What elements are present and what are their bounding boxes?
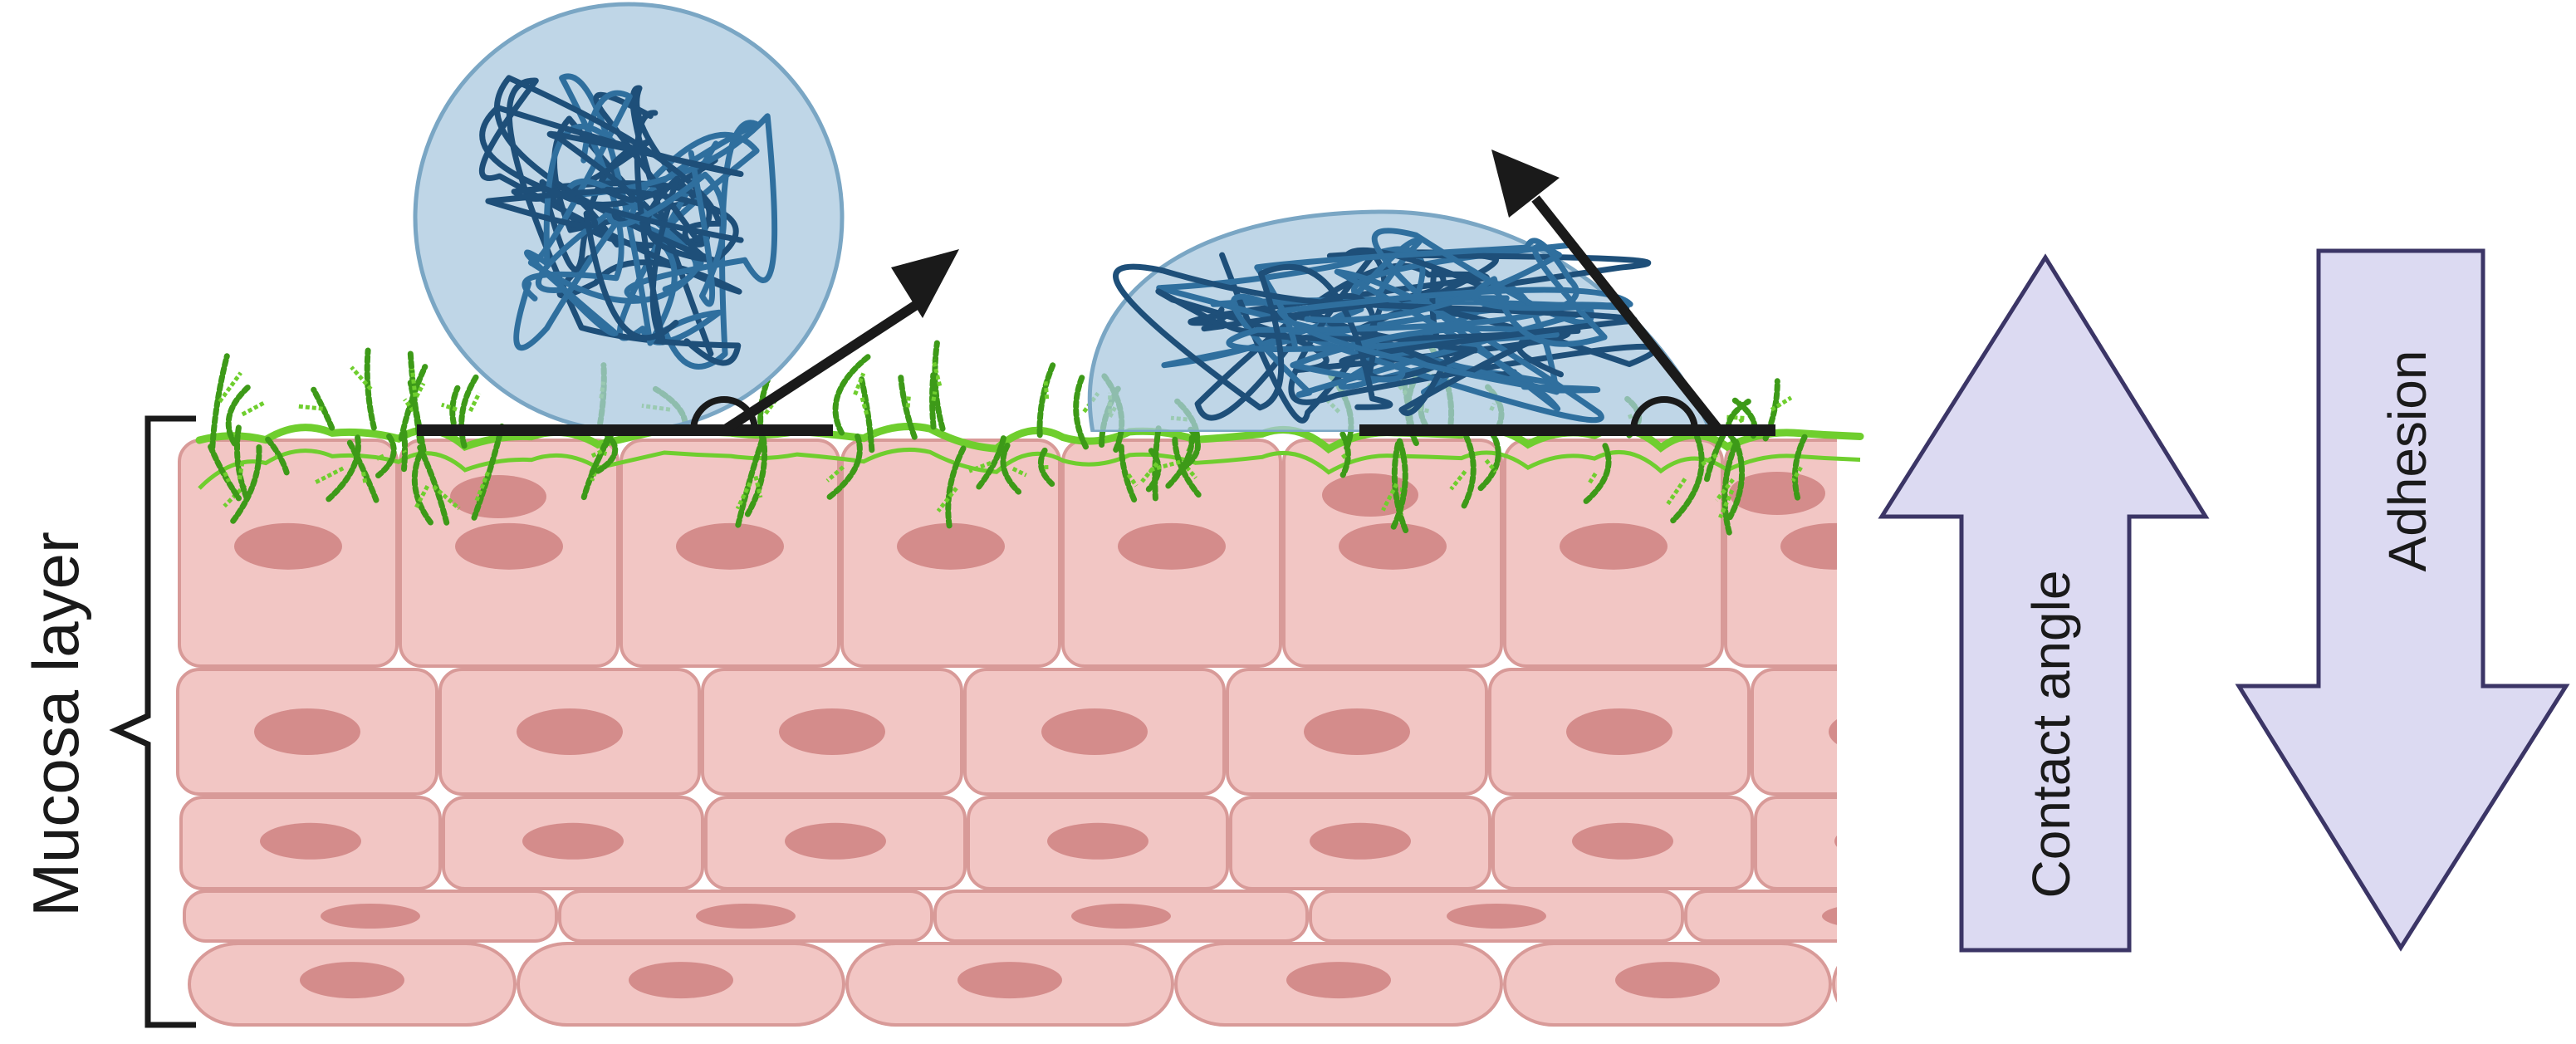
nucleus (1118, 522, 1226, 570)
cell-flat (1309, 890, 1684, 943)
nucleus (1615, 962, 1720, 999)
cell-mid (963, 668, 1226, 796)
contact-angle-label: Contact angle (2021, 571, 2081, 899)
nucleus (517, 708, 623, 755)
cell-base (188, 942, 517, 1027)
cell-low (1754, 796, 1837, 890)
nucleus (260, 822, 361, 860)
cell-low (1229, 796, 1491, 890)
cell-low (179, 796, 442, 890)
cell-mid (438, 668, 701, 796)
cell-low (1491, 796, 1754, 890)
cell-flat (558, 890, 933, 943)
cell-flat (933, 890, 1309, 943)
down-arrow-icon: Adhesion (2235, 248, 2570, 952)
droplet-spherical (413, 2, 845, 434)
nucleus (1834, 835, 1837, 847)
nucleus (1829, 718, 1837, 745)
nucleus (696, 904, 796, 929)
nucleus (1560, 522, 1668, 570)
nucleus (1780, 522, 1837, 570)
nucleus (300, 962, 404, 999)
cell-low (704, 796, 967, 890)
nucleus (234, 522, 342, 570)
cell-mid (176, 668, 438, 796)
up-arrow-icon: Contact angle (1878, 253, 2210, 953)
nucleus (785, 822, 886, 860)
nucleus (1729, 472, 1825, 515)
cell-base (1174, 942, 1503, 1027)
cell-top (620, 439, 840, 668)
nucleus (1041, 708, 1148, 755)
cell-base (517, 942, 845, 1027)
nucleus (1304, 708, 1410, 755)
nucleus (1566, 708, 1672, 755)
nucleus (1071, 904, 1171, 929)
nucleus (676, 522, 784, 570)
cell-base (1503, 942, 1832, 1027)
cell-mid (1488, 668, 1751, 796)
mucosa-tissue (176, 439, 2049, 1027)
polymer-coil-1 (478, 73, 778, 370)
nucleus (1822, 907, 1837, 925)
nucleus (1286, 962, 1391, 999)
cell-base (1832, 962, 2049, 1003)
cell-top (1061, 439, 1282, 668)
nucleus (629, 962, 733, 999)
nucleus (897, 522, 1005, 570)
cell-top (1503, 439, 1724, 668)
mucosa-layer-label: Mucosa layer (19, 532, 92, 917)
cell-mid (1226, 668, 1488, 796)
nucleus (321, 904, 420, 929)
nucleus (1047, 822, 1148, 860)
adhesion-label: Adhesion (2378, 350, 2437, 572)
mucosa-bracket-icon (109, 415, 196, 1028)
polymer-coil-2 (1113, 228, 1658, 424)
nucleus (522, 822, 624, 860)
nucleus (1310, 822, 1411, 860)
cell-flat (1684, 890, 1837, 943)
nucleus (1572, 822, 1673, 860)
cell-base (845, 942, 1174, 1027)
nucleus (1447, 904, 1546, 929)
nucleus (957, 962, 1062, 999)
droplet-spread (1087, 209, 1713, 432)
nucleus (1339, 522, 1447, 570)
cell-flat (183, 890, 558, 943)
cell-mid (701, 668, 963, 796)
nucleus (254, 708, 360, 755)
nucleus (1944, 962, 2049, 998)
nucleus (455, 522, 563, 570)
contact-angle-arrow-icon (417, 149, 1775, 436)
nucleus (779, 708, 885, 755)
cell-low (442, 796, 704, 890)
nucleus (450, 475, 546, 518)
cell-mid (1751, 668, 1837, 796)
cell-low (967, 796, 1229, 890)
